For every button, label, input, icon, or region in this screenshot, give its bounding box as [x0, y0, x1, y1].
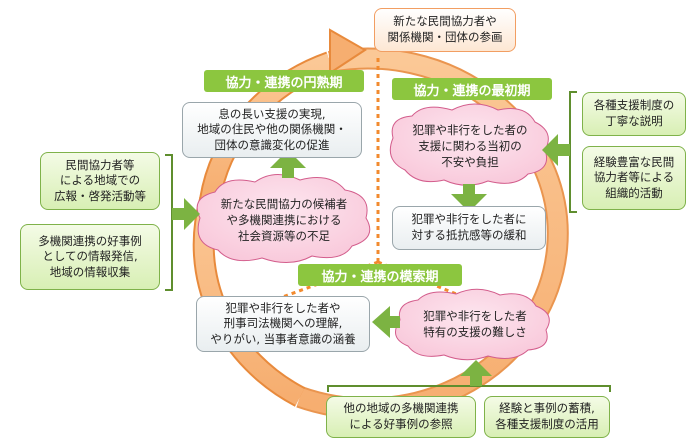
mature-issue-cloud: 新たな民間協力の候補者 や多機関連携における 社会資源等の不足	[220, 196, 348, 244]
cloud-mature	[196, 174, 371, 263]
arrow-mature-up	[270, 150, 306, 178]
cloud-exploration	[395, 288, 550, 361]
arrow-left-support	[172, 198, 200, 230]
right-support-2: 経験豊富な民間 協力者等による 組織的活動	[582, 146, 686, 210]
phase-mature-label: 協力・連携の円熟期	[204, 70, 364, 92]
right-support-1: 各種支援制度の 丁寧な説明	[582, 92, 686, 136]
exploration-outcome-box: 犯罪や非行をした者や 刑事司法機関への理解, やりがい, 当事者意識の涵養	[196, 296, 370, 352]
left-support-2: 多機関連携の好事例 としての情報発信, 地域の情報収集	[20, 224, 160, 290]
arrow-initial-down	[451, 184, 487, 212]
bottom-support-1: 他の地域の多機関連携 による好事例の参照	[326, 396, 476, 438]
bracket-right	[569, 91, 577, 213]
arrow-exploration-left	[372, 306, 400, 338]
arrow-right-support	[542, 134, 570, 166]
arrow-bottom-support	[460, 360, 492, 386]
phase-initial-label: 協力・連携の最初期	[392, 78, 552, 100]
bottom-support-2: 経験と事例の蓄積, 各種支援制度の活用	[484, 396, 610, 438]
new-participants-box: 新たな民間協力者や 関係機関・団体の参画	[374, 8, 516, 52]
exploration-issue-cloud: 犯罪や非行をした者 特有の支援の難しさ	[423, 308, 527, 339]
initial-issue-cloud: 犯罪や非行をした者の 支援に関わる当初の 不安や負担	[412, 122, 528, 170]
left-support-1: 民間協力者等 による地域での 広報・啓発活動等	[40, 152, 160, 210]
cycle-arrowhead	[329, 28, 367, 75]
bracket-left	[165, 154, 173, 291]
mature-outcome-box: 息の長い支援の実現, 地域の住民や他の関係機関・ 団体の意識変化の促進	[182, 102, 362, 158]
initial-outcome-box: 犯罪や非行をした者に 対する抵抗感等の緩和	[392, 206, 546, 250]
phase-exploration-label: 協力・連携の模索期	[298, 264, 462, 286]
bracket-bottom	[327, 385, 611, 392]
